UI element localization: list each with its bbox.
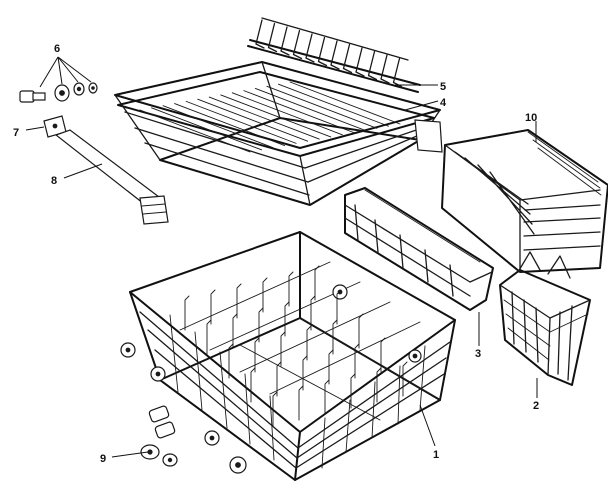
lower-rack-tine (376, 367, 382, 403)
lower-rack-tine (358, 313, 364, 349)
lower-rack-tine (354, 343, 360, 379)
tine (317, 36, 328, 67)
tine (280, 26, 290, 56)
lower-rack-tine (402, 361, 408, 397)
upper-rack-grid-wire (254, 88, 366, 131)
callout-1: 1 (433, 449, 439, 461)
lower-rack-tine (310, 295, 316, 331)
clip (88, 82, 98, 94)
rack-rail (54, 129, 169, 225)
roller-set-9 (140, 405, 178, 467)
tine (380, 54, 390, 84)
tine (330, 40, 340, 70)
tine (267, 22, 278, 53)
tine (292, 29, 303, 60)
upper-rack-grid-wire (174, 103, 286, 146)
lower-rack-tine (250, 367, 256, 403)
lower-rack-tine (328, 349, 334, 385)
rack-hardware-set (19, 56, 98, 103)
silverware-basket-3 (344, 187, 494, 311)
roller-wheel (54, 84, 70, 102)
lower-rack-tine (236, 283, 242, 319)
upper-rack-grid-wire (220, 94, 332, 138)
lower-rack-tine (284, 301, 290, 337)
lower-rack-tine (350, 373, 356, 409)
upper-rack-grid-wire (243, 90, 355, 134)
tine (355, 47, 365, 77)
lower-rack-tine (232, 313, 238, 349)
end-cap (43, 115, 67, 138)
lower-rack-tine (314, 265, 320, 301)
lower-rack-wheels (120, 284, 422, 474)
washer (73, 82, 85, 96)
upper-rack-grid-wire (278, 83, 389, 127)
lower-rack-tine (258, 307, 264, 343)
utensil-basket-2 (499, 251, 591, 386)
lower-rack-tine (228, 343, 234, 379)
callout-5: 5 (440, 81, 446, 93)
upper-rack-grid-wire (139, 109, 251, 153)
upper-rack-grid-wire (231, 92, 343, 136)
callout-7: 7 (13, 127, 19, 139)
tine (305, 33, 315, 63)
upper-tine-row (247, 17, 421, 93)
upper-rack-grid-wire (289, 81, 401, 125)
upper-rack-grid-wire (266, 85, 378, 129)
lower-rack-tine (306, 325, 312, 361)
lower-rack-tine (302, 355, 308, 391)
callout-leaders (25, 84, 538, 458)
callout-3: 3 (475, 348, 481, 360)
upper-rack-grid-wire (208, 96, 320, 140)
lower-rack-tine (288, 271, 294, 307)
lower-rack-tine (332, 319, 338, 355)
tine (392, 57, 403, 88)
lower-rack-tine (210, 289, 216, 325)
tine (342, 43, 353, 74)
callout-2: 2 (533, 400, 539, 412)
upper-rack-grid-wire (151, 107, 262, 151)
tine (255, 19, 265, 49)
screw (19, 90, 46, 103)
callout-10: 10 (525, 112, 537, 124)
upper-rack-grid-wire (197, 98, 309, 142)
lower-rack-tine (324, 379, 330, 415)
lower-rack-tine (380, 337, 386, 373)
upper-rack (114, 61, 443, 206)
upper-rack-grid-wire (185, 100, 297, 144)
upper-rack-grid-wire (162, 105, 274, 149)
callout-8: 8 (51, 175, 57, 187)
lower-rack-tine (336, 289, 342, 325)
lower-rack-tine (276, 361, 282, 397)
lower-rack-tine (280, 331, 286, 367)
callout-6: 6 (54, 43, 60, 55)
lower-rack-tine (184, 295, 190, 331)
lower-rack-tine (206, 319, 212, 355)
callout-4: 4 (440, 97, 447, 109)
lower-rack-tine (298, 385, 304, 421)
lower-rack-tine (272, 391, 278, 427)
lower-rack (120, 231, 456, 481)
lower-rack-tine (262, 277, 268, 313)
cutlery-basket-10 (441, 129, 608, 273)
tine (367, 50, 378, 81)
lower-rack-tine (254, 337, 260, 373)
callout-9: 9 (100, 453, 106, 465)
